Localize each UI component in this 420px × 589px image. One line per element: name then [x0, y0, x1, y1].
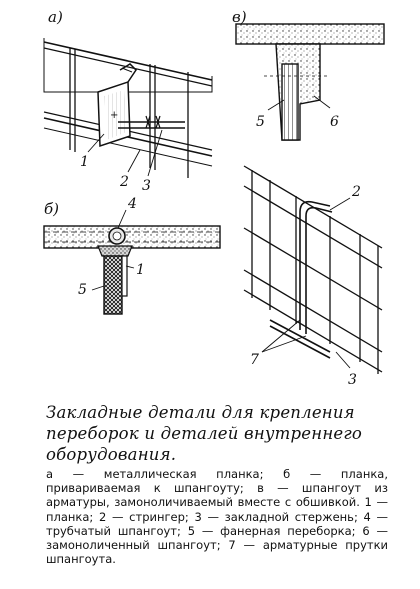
plywood-bulkhead: [103, 255, 123, 315]
callout-a-1: 1: [80, 154, 89, 170]
panel-a-letter: а): [48, 8, 63, 26]
panel-v-letter: в): [232, 8, 247, 26]
panel-a-callouts: [87, 129, 163, 177]
svg-text:+: +: [110, 110, 118, 121]
callout-b-4: 4: [127, 196, 137, 212]
callout-v-5: 5: [256, 114, 265, 130]
metal-plate: +: [97, 63, 137, 148]
caption-title: Закладные детали для крепления переборок…: [46, 403, 363, 464]
callout-v-6: 6: [330, 114, 339, 130]
callout-g-2: 2: [351, 184, 361, 200]
reinforcement-mesh: [243, 165, 383, 374]
callout-b-5: 5: [78, 282, 87, 298]
technical-drawing: а) +: [43, 8, 385, 388]
hull-shell-v: [235, 23, 385, 45]
hull-shell-b: [43, 225, 221, 249]
callout-g-7: 7: [250, 352, 259, 368]
panel-b-letter: б): [44, 200, 59, 218]
stringer-a: [118, 115, 185, 129]
caption-legend: а — металлическая планка; б — планка, пр…: [46, 467, 388, 567]
callout-a-2: 2: [119, 174, 129, 190]
plywood-bulkhead-v: [281, 63, 299, 141]
panel-v: в) 5 6: [232, 8, 385, 141]
callout-b-1: 1: [136, 262, 145, 278]
rebar-frame: [269, 200, 333, 359]
panel-g: [243, 165, 383, 374]
callout-g-3: 3: [348, 372, 357, 388]
panel-a: а) +: [43, 8, 213, 194]
callout-a-3: 3: [142, 178, 151, 194]
panel-b: б) 4 1 5: [43, 196, 221, 315]
